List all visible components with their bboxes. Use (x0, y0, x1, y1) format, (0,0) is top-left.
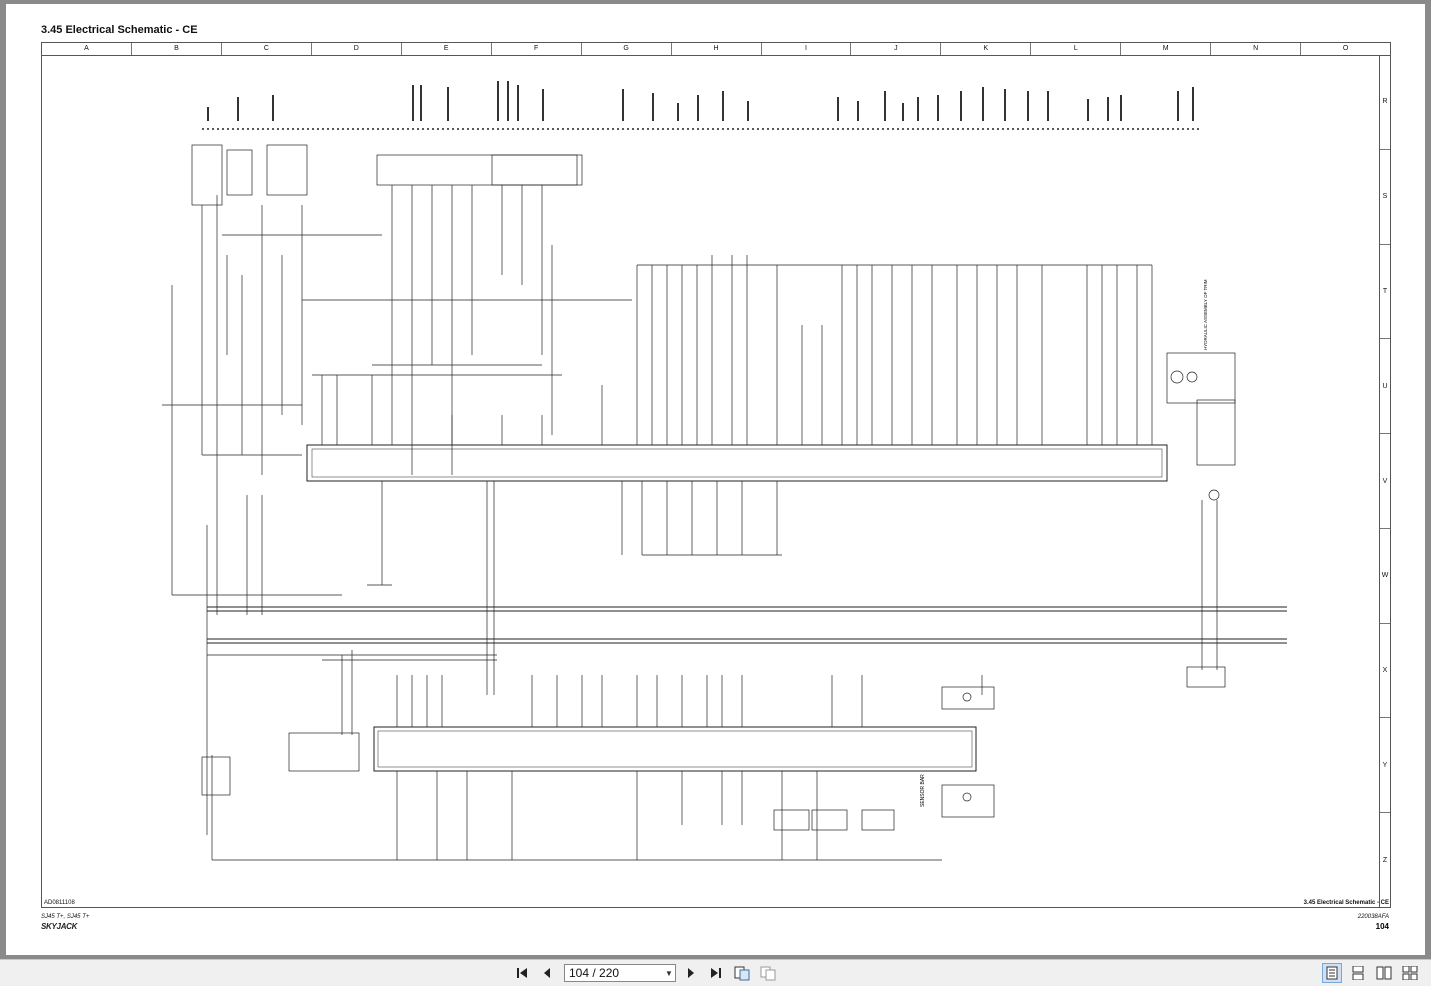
footer-doc-number: 220038AFA (1357, 914, 1389, 920)
column-label: M (1121, 43, 1212, 55)
terminal-strip-1 (376, 154, 583, 186)
prev-page-icon (544, 968, 550, 978)
connector-block-upper (306, 444, 1168, 482)
wiring (162, 128, 1287, 861)
battery-box (191, 144, 223, 206)
connector-block-lower (373, 726, 977, 772)
footer-models: SJ45 T+, SJ45 T+ (41, 914, 90, 920)
column-label: J (851, 43, 942, 55)
viewer-toolbar: 104 / 220 ▼ (0, 959, 1431, 986)
row-label: R (1380, 55, 1390, 150)
continuous-view-button[interactable] (1348, 963, 1368, 983)
page-indicator: 104 / 220 (569, 966, 620, 980)
column-label: E (402, 43, 492, 55)
column-label: G (582, 43, 672, 55)
fuse-box (226, 149, 253, 196)
column-label: F (492, 43, 582, 55)
column-label: A (42, 43, 132, 55)
first-page-icon (517, 968, 527, 978)
prev-page-button[interactable] (538, 963, 556, 983)
column-label: L (1031, 43, 1122, 55)
column-label: I (762, 43, 852, 55)
controller-box (288, 732, 360, 772)
facing-view-button[interactable] (1374, 963, 1394, 983)
next-page-icon (688, 968, 694, 978)
next-page-button[interactable] (682, 963, 700, 983)
relay-box (266, 144, 308, 196)
column-label: N (1211, 43, 1302, 55)
page-title: 3.45 Electrical Schematic - CE (41, 24, 198, 36)
first-page-button[interactable] (514, 963, 532, 983)
tiny-label-marks (207, 81, 1194, 121)
last-page-button[interactable] (706, 963, 724, 983)
rotate-icon (734, 966, 750, 981)
column-label: C (222, 43, 312, 55)
row-label: U (1380, 339, 1390, 435)
row-label: X (1380, 624, 1390, 719)
row-label: Y (1380, 718, 1390, 814)
row-label: S (1380, 150, 1390, 245)
column-label: D (312, 43, 402, 55)
facing-continuous-icon (1402, 966, 1418, 980)
facing-continuous-view-button[interactable] (1400, 963, 1420, 983)
page-number: 104 (1375, 922, 1389, 931)
continuous-page-icon (1352, 966, 1364, 980)
mid-verticals (321, 255, 1153, 445)
hydraulic-label: HYDRAULIC ASSEMBLY OF TRIM (1203, 279, 1208, 350)
skyjack-logo: SKYJACK (41, 922, 78, 931)
sensor-bar-label: SENSOR BAR (920, 774, 926, 807)
single-page-icon (1326, 966, 1338, 980)
copy-button[interactable] (758, 963, 778, 983)
rotate-button[interactable] (732, 963, 752, 983)
facing-page-icon (1376, 966, 1392, 980)
last-page-icon (711, 968, 721, 978)
copy-icon (760, 966, 776, 981)
page-selector[interactable]: 104 / 220 ▼ (564, 964, 676, 982)
drawing-ref: AD0811108 (44, 900, 75, 906)
hydraulic-box (1166, 352, 1236, 404)
schematic-drawing: SENSOR BAR HYDRAULIC ASSEMBLY OF TRIM (162, 81, 1287, 861)
single-page-view-button[interactable] (1322, 963, 1342, 983)
row-label: Z (1382, 856, 1388, 864)
terminal-strip-2 (491, 154, 578, 186)
row-label: W (1380, 529, 1390, 624)
footer-section-ref: 3.45 Electrical Schematic - CE (1303, 900, 1389, 906)
row-label: V (1380, 434, 1390, 529)
column-label: H (672, 43, 762, 55)
column-label: K (941, 43, 1032, 55)
column-label: O (1342, 45, 1349, 52)
chevron-down-icon: ▼ (665, 968, 673, 978)
column-label: B (132, 43, 222, 55)
row-label: T (1380, 245, 1390, 340)
